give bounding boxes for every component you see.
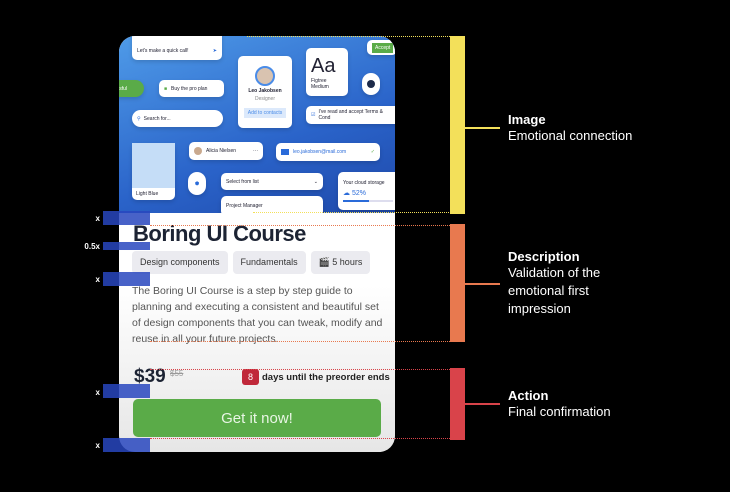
label-title: Image — [508, 112, 546, 127]
spacing-label: 0.5x — [84, 242, 100, 251]
success-pill: essful — [119, 80, 144, 97]
quick-call-widget: Let's make a quick call! ➤ — [132, 36, 222, 60]
contact-avatar — [194, 147, 202, 155]
box-icon: ⬢ — [194, 180, 200, 187]
email-widget: leo.jakobsen@mail.com ✓ — [276, 143, 380, 161]
profile-name: Leo Jakobsen — [248, 88, 282, 94]
tag: Fundamentals — [232, 251, 306, 274]
email-text: leo.jakobsen@mail.com — [293, 149, 347, 155]
label-title: Action — [508, 388, 549, 403]
search-widget: ⚲Search for... — [132, 110, 223, 127]
connector — [465, 127, 500, 129]
get-it-now-button[interactable]: Get it now! — [133, 399, 381, 437]
spacing-marker — [103, 272, 150, 286]
search-icon: ⚲ — [137, 115, 141, 122]
old-price: $55 — [170, 369, 184, 378]
terms-widget: ☑I've read and accept Terms & Cond — [306, 106, 395, 124]
spacing-marker — [103, 211, 150, 225]
hero-image: Let's make a quick call! ➤ essful ■Buy th… — [119, 36, 395, 213]
spacing-marker — [103, 438, 150, 452]
guide-line — [150, 438, 462, 439]
checkbox-icon: ☑ — [311, 112, 316, 118]
label-title: Description — [508, 249, 580, 264]
font-name: Figtree — [311, 77, 327, 84]
price: $39 — [134, 366, 166, 387]
font-sample: Aa — [311, 54, 336, 77]
bot-widget — [362, 73, 380, 95]
select-widget: Select from list ⌄ — [221, 173, 323, 190]
select-text: Select from list — [226, 178, 259, 185]
accept-widget: Accept — [367, 40, 395, 55]
course-card: Let's make a quick call! ➤ essful ■Buy th… — [119, 36, 395, 452]
send-icon: ➤ — [212, 48, 217, 54]
spacing-marker — [103, 384, 150, 398]
swatch-color — [132, 143, 175, 188]
contact-name: Alicia Nielsen — [206, 148, 237, 154]
check-icon: ✓ — [370, 149, 375, 155]
quick-call-text: Let's make a quick call! — [137, 48, 189, 54]
connector — [465, 403, 500, 405]
tag: Design components — [132, 251, 228, 274]
connector — [465, 283, 500, 285]
course-description: The Boring UI Course is a step by step g… — [132, 285, 383, 345]
guide-line — [247, 36, 462, 37]
tag: 🎬 5 hours — [310, 251, 371, 274]
description-bracket — [450, 224, 465, 342]
success-text: essful — [119, 85, 128, 92]
check-icon: ■ — [164, 85, 168, 92]
spacing-marker — [103, 242, 150, 250]
spacing-label: x — [95, 214, 100, 223]
spacing-label: x — [95, 441, 100, 450]
days-badge: 8 — [242, 369, 259, 385]
add-contacts-button: Add to contacts — [243, 108, 287, 118]
search-placeholder: Search for... — [143, 115, 171, 122]
option-text: Project Manager — [226, 203, 263, 209]
contact-widget: Alicia Nielsen ··· — [189, 142, 263, 160]
label-text: Emotional connection — [508, 128, 633, 143]
tag-list: Design components Fundamentals 🎬 5 hours — [132, 251, 371, 274]
option-widget: Project Manager — [221, 196, 323, 213]
box-widget: ⬢ — [188, 172, 206, 195]
terms-text: I've read and accept Terms & Cond — [318, 109, 383, 121]
avatar — [255, 66, 275, 86]
cloud-icon: ☁ — [343, 190, 350, 197]
action-bracket — [450, 368, 465, 440]
storage-title: Your cloud storage — [343, 180, 385, 186]
guide-line — [150, 225, 462, 226]
more-icon: ··· — [253, 148, 258, 154]
accept-button: Accept — [372, 42, 394, 53]
storage-widget: Your cloud storage ☁ 52% — [338, 172, 395, 210]
swatch-widget: Light Blue — [132, 143, 175, 200]
guide-line — [150, 341, 462, 342]
font-weight: Medium — [311, 83, 329, 90]
profile-role: Designer — [254, 96, 275, 102]
swatch-label: Light Blue — [136, 191, 159, 197]
bot-icon — [367, 80, 375, 88]
storage-bar — [343, 200, 369, 202]
label-text: Validation of the emotional first impres… — [508, 265, 601, 316]
guide-line — [150, 369, 462, 370]
guide-line — [253, 212, 463, 213]
storage-value: 52% — [351, 190, 366, 197]
pro-plan-widget: ■Buy the pro plan — [159, 80, 224, 97]
label-text: Final confirmation — [508, 404, 611, 419]
chevron-down-icon: ⌄ — [313, 178, 318, 185]
image-bracket — [450, 36, 465, 214]
pro-plan-text: Buy the pro plan — [171, 85, 208, 92]
mail-icon — [281, 149, 289, 155]
spacing-label: x — [95, 275, 100, 284]
preorder-text: days until the preorder ends — [262, 372, 390, 383]
spacing-label: x — [95, 388, 100, 397]
